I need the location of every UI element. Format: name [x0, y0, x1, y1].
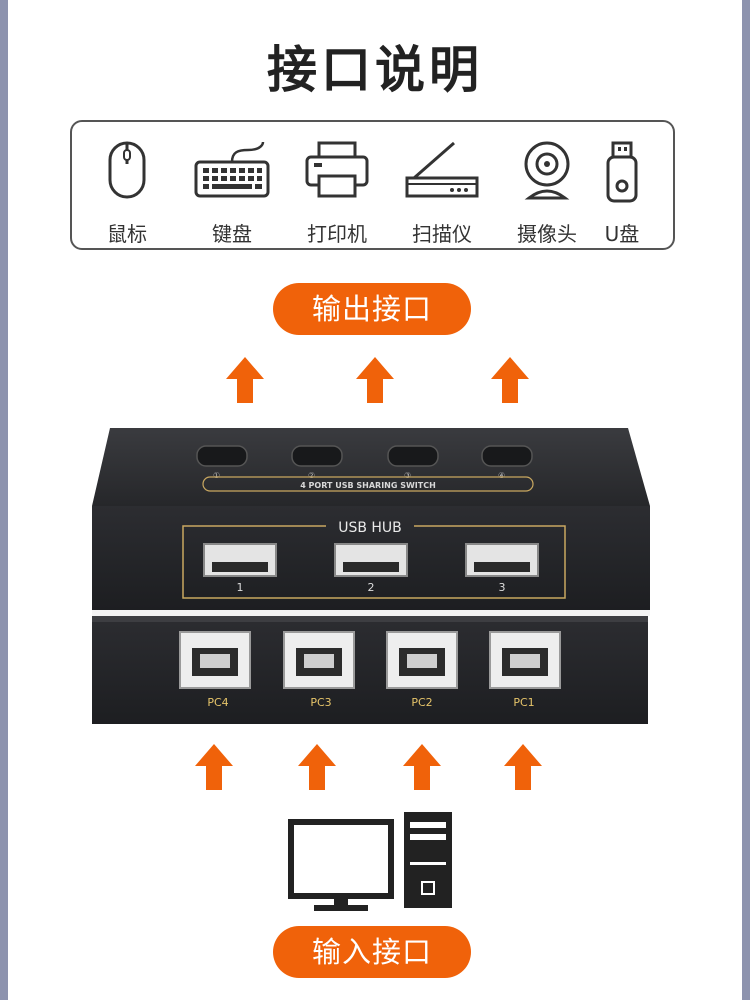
switch-button-1 [196, 445, 248, 467]
output-label-pill: 输出接口 [273, 283, 471, 335]
switch-buttons: ① ② ③ ④ [196, 445, 533, 480]
device-usb-drive: U盘 [572, 122, 672, 252]
usb-a-ports: 1 2 3 [203, 543, 539, 594]
usb-hub-label: USB HUB [338, 520, 402, 536]
printer-icon [305, 141, 369, 198]
arrow-up-icon [504, 744, 542, 790]
usb-b-port [179, 631, 251, 689]
computer-icon [288, 812, 452, 911]
monitor-icon [288, 819, 394, 911]
arrow-up-icon [356, 357, 394, 403]
usb-drive-icon [606, 141, 638, 203]
usb-port-number: 1 [237, 581, 244, 594]
device-label: 摄像头 [517, 222, 577, 246]
mouse-icon [108, 141, 146, 199]
device-mouse: 鼠标 [77, 122, 177, 252]
keyboard-icon [194, 141, 270, 198]
device-label: 打印机 [307, 222, 367, 246]
arrow-up-icon [226, 357, 264, 403]
switch-button-3 [387, 445, 439, 467]
pc-port-label: PC4 [207, 696, 228, 709]
device-list-box: 鼠标 键盘 打印机 扫描仪 [70, 120, 675, 250]
switch-button-2 [291, 445, 343, 467]
device-label: U盘 [604, 222, 640, 246]
pc-port-label: PC2 [411, 696, 432, 709]
input-label-pill: 输入接口 [273, 926, 471, 978]
device-scanner: 扫描仪 [392, 122, 492, 252]
device-label: 扫描仪 [412, 222, 472, 246]
page-title: 接口说明 [267, 41, 483, 99]
scanner-icon [405, 141, 479, 198]
device-label: 鼠标 [107, 222, 147, 246]
top-panel-text: 4 PORT USB SHARING SWITCH [300, 481, 436, 490]
device-printer: 打印机 [287, 122, 387, 252]
pc-port-label: PC3 [310, 696, 331, 709]
switch-button-4 [481, 445, 533, 467]
pc-tower-icon [404, 812, 452, 908]
usb-port-number: 3 [499, 581, 506, 594]
device-keyboard: 键盘 [182, 122, 282, 252]
pc-port-label: PC1 [513, 696, 534, 709]
usb-b-port [489, 631, 561, 689]
switch-button-number: ② [308, 471, 315, 480]
usb-b-port [283, 631, 355, 689]
device-label: 键盘 [212, 222, 252, 246]
usb-port-number: 2 [368, 581, 375, 594]
switch-button-number: ④ [498, 471, 505, 480]
arrow-up-icon [195, 744, 233, 790]
arrow-up-icon [491, 357, 529, 403]
arrow-up-icon [298, 744, 336, 790]
switch-button-number: ③ [404, 471, 411, 480]
switch-button-number: ① [213, 471, 220, 480]
arrow-up-icon [403, 744, 441, 790]
device-webcam: 摄像头 [497, 122, 597, 252]
webcam-icon [524, 141, 570, 200]
usb-b-ports: PC4 PC3 PC2 PC1 [179, 631, 561, 709]
usb-b-port [386, 631, 458, 689]
